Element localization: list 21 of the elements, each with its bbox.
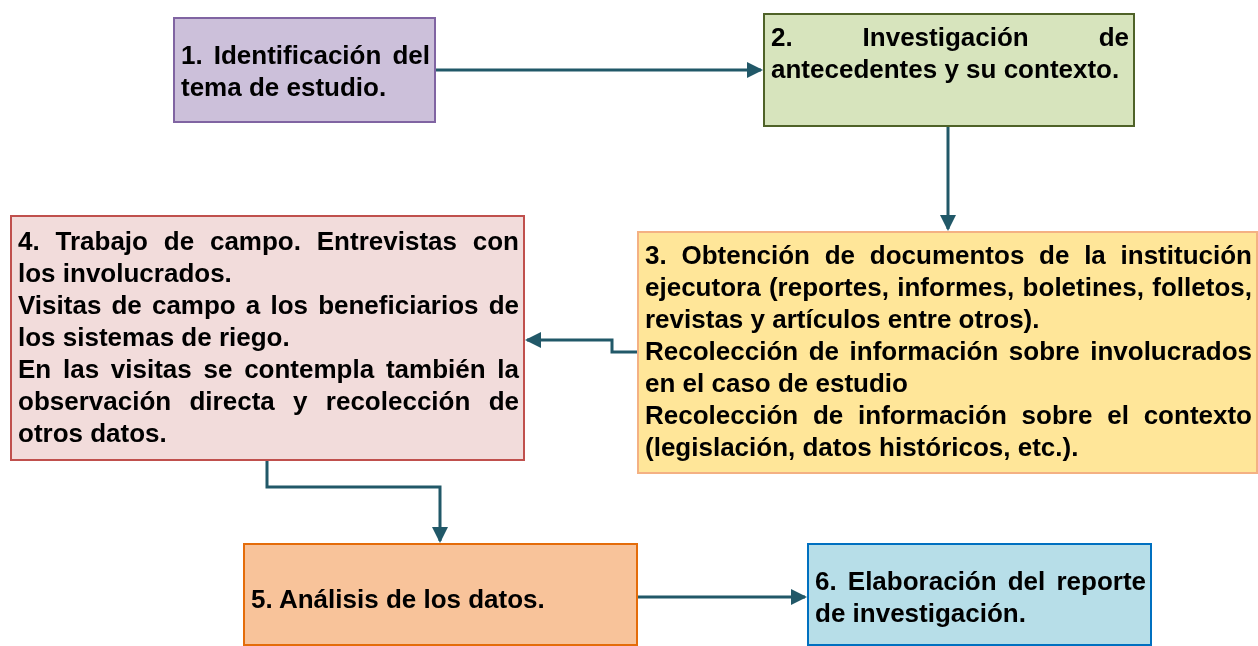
arrow xyxy=(525,332,637,354)
process-box xyxy=(173,17,436,123)
step-text: 5. Análisis de los datos. xyxy=(251,583,546,615)
process-box xyxy=(763,13,1135,127)
step-text: En las visitas se contempla también la observación directa y recolección de otros datos. xyxy=(18,353,519,449)
process-box xyxy=(637,231,1258,474)
arrow xyxy=(638,589,807,605)
step-text: Recolección de información sobre involucrados en el caso de estudio xyxy=(645,335,1252,399)
arrow xyxy=(436,62,763,78)
arrow xyxy=(265,461,448,543)
step-text: 1. Identificación del tema de estudio. xyxy=(181,39,430,103)
step-text: 2. Investigación de antecedentes y su contexto. xyxy=(771,21,1129,85)
step-text: 6. Elaboración del reporte de investigación. xyxy=(815,565,1146,629)
arrow xyxy=(940,127,956,231)
step-text: 3. Obtención de documentos de la institución ejecutora (reportes, informes, boletines, folletos, revistas y artículos entre otros). xyxy=(645,239,1252,335)
process-box xyxy=(807,543,1152,646)
step-text: 4. Trabajo de campo. Entrevistas con los involucrados. xyxy=(18,225,519,289)
process-box xyxy=(243,543,638,646)
step-text: Visitas de campo a los beneficiarios de los sistemas de riego. xyxy=(18,289,519,353)
process-box xyxy=(10,215,525,461)
step-text: Recolección de información sobre el contexto (legislación, datos históricos, etc.). xyxy=(645,399,1252,463)
